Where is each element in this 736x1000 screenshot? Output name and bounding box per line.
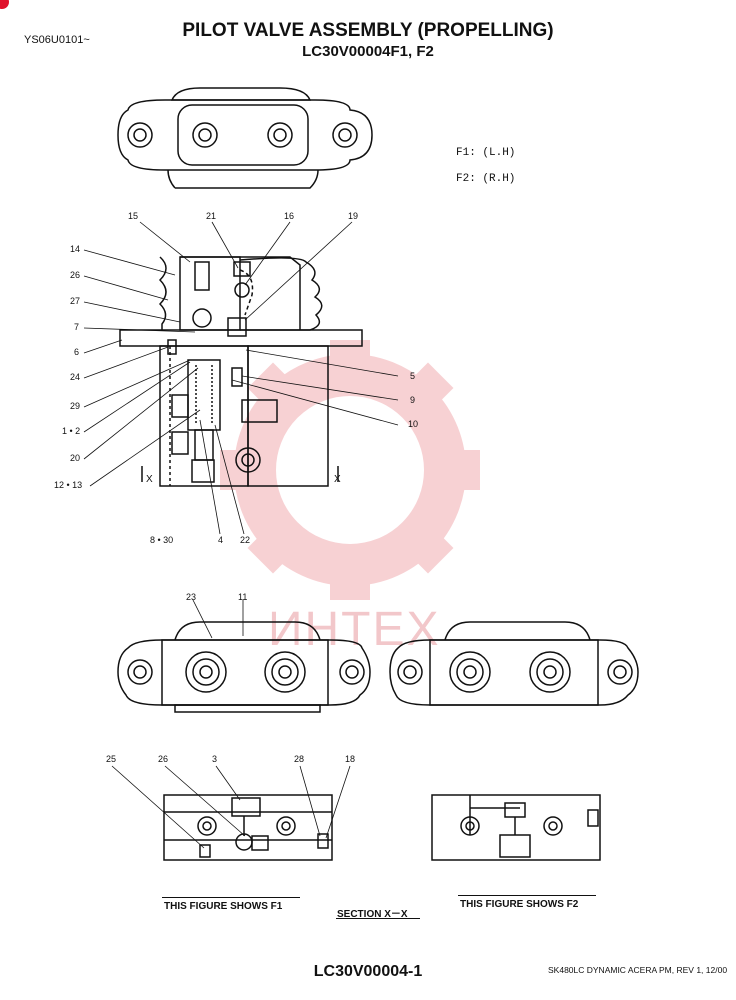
- section-mark-x-right: X: [334, 474, 341, 485]
- watermark-text: ИНТЕХ: [268, 603, 441, 656]
- callout-26-section: 26: [158, 754, 169, 764]
- callout-19: 19: [348, 211, 359, 221]
- note-f2: F2: (R.H): [456, 173, 516, 185]
- callout-16: 16: [284, 211, 295, 221]
- corner-marker: [0, 0, 9, 9]
- callout-18: 18: [345, 754, 356, 764]
- callout-24: 24: [70, 372, 81, 382]
- callout-23: 23: [186, 592, 197, 602]
- page-title: PILOT VALVE ASSEMBLY (PROPELLING): [182, 20, 554, 41]
- callout-6: 6: [74, 347, 80, 357]
- bottom-view-f2: [389, 621, 639, 706]
- bottom-view-f1: [117, 621, 371, 713]
- callout-12-13: 12 • 13: [54, 480, 83, 490]
- callout-1-2: 1 • 2: [62, 426, 81, 436]
- caption-line-section: [336, 918, 420, 919]
- footer-code: LC30V00004-1: [313, 963, 423, 980]
- callout-10: 10: [408, 419, 419, 429]
- caption-line-f1: [162, 897, 300, 898]
- callout-9: 9: [410, 395, 416, 405]
- note-f1: F1: (L.H): [456, 147, 516, 159]
- section-xx-f1: [163, 794, 333, 861]
- doc-code: YS06U0101~: [24, 34, 90, 46]
- callout-20: 20: [70, 453, 81, 463]
- callout-26: 26: [70, 270, 81, 280]
- callout-14: 14: [70, 244, 81, 254]
- section-mark-x-left: X: [146, 474, 153, 485]
- callout-28: 28: [294, 754, 305, 764]
- caption-f1: THIS FIGURE SHOWS F1: [164, 901, 283, 912]
- callout-4: 4: [218, 535, 224, 545]
- caption-line-f2: [458, 895, 596, 896]
- callout-21: 21: [206, 211, 217, 221]
- caption-f2: THIS FIGURE SHOWS F2: [460, 899, 579, 910]
- callout-27: 27: [70, 296, 81, 306]
- callout-22: 22: [240, 535, 251, 545]
- callout-7: 7: [74, 322, 80, 332]
- caption-section: SECTION X－X: [337, 909, 408, 920]
- section-xx-f2: [431, 794, 601, 861]
- callout-15: 15: [128, 211, 139, 221]
- section-view: [119, 256, 363, 487]
- callout-5: 5: [410, 371, 416, 381]
- callout-25: 25: [106, 754, 117, 764]
- callout-8-30: 8 • 30: [150, 535, 174, 545]
- footer-revision: SK480LC DYNAMIC ACERA PM, REV 1, 12/00: [548, 965, 728, 975]
- page-subtitle: LC30V00004F1, F2: [302, 43, 434, 60]
- top-view-flange: [117, 87, 373, 189]
- callout-3: 3: [212, 754, 218, 764]
- callout-29: 29: [70, 401, 81, 411]
- callout-11: 11: [238, 592, 248, 602]
